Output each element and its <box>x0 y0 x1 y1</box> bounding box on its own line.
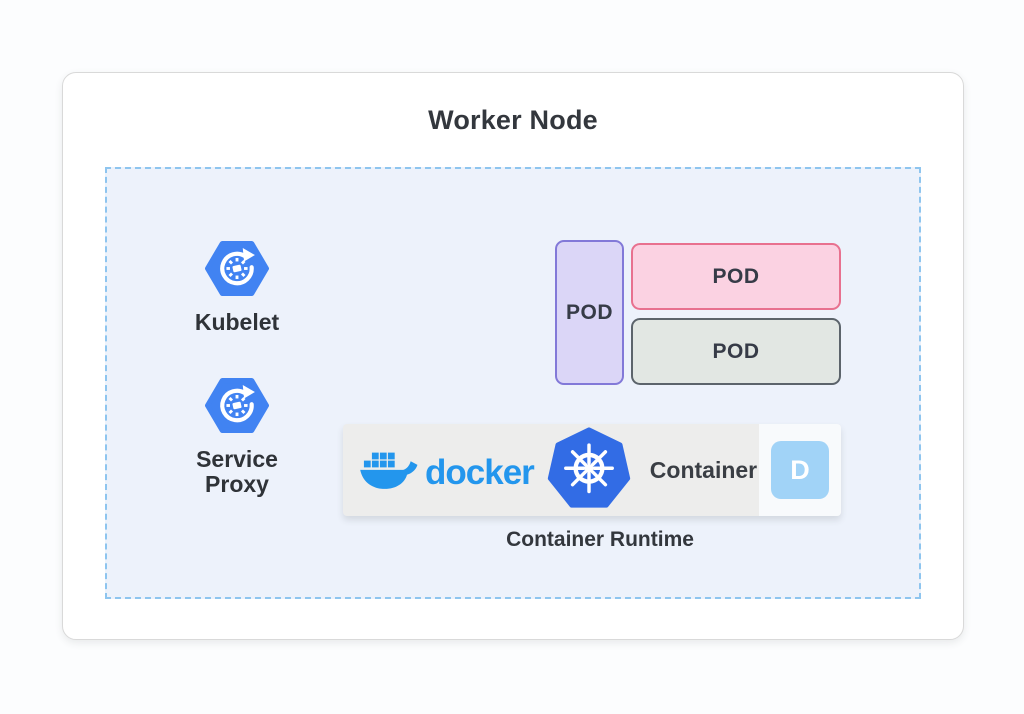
kubelet-label: Kubelet <box>194 309 280 335</box>
containerd-patch: D <box>759 424 841 516</box>
worker-node-title: Worker Node <box>428 105 598 135</box>
service-proxy-label: Service Proxy <box>175 447 299 497</box>
container-runtime-bar: docker <box>343 424 841 516</box>
node-boundary: Kubelet <box>105 167 921 599</box>
pod-pink: POD <box>631 243 841 310</box>
pod-gray: POD <box>631 318 841 385</box>
container-runtime-caption: Container Runtime <box>506 528 694 551</box>
containerd-letter: D <box>790 454 810 485</box>
service-proxy-label-line2: Proxy <box>205 471 269 497</box>
pod-label: POD <box>565 300 613 324</box>
service-proxy-label-line1: Service <box>196 446 278 472</box>
pod-label: POD <box>712 339 760 363</box>
kubernetes-icon <box>546 427 632 513</box>
kubelet-group: Kubelet <box>175 240 299 335</box>
pod-vertical: POD <box>555 240 624 385</box>
docker-wordmark: docker <box>425 452 535 492</box>
worker-node-card: Worker Node <box>62 72 964 640</box>
pod-label: POD <box>712 264 760 288</box>
container-label: Container <box>649 456 758 483</box>
service-proxy-group: Service Proxy <box>175 377 299 497</box>
kubelet-icon <box>205 240 269 302</box>
containerd-badge: D <box>771 441 829 499</box>
docker-logo: docker <box>359 445 535 496</box>
service-proxy-icon <box>205 377 269 439</box>
docker-whale-icon <box>359 445 423 496</box>
